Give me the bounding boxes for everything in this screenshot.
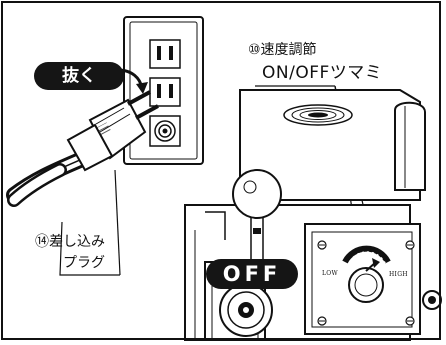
control-panel [304, 223, 421, 335]
plug-label-line1: ⑭差し込み [35, 234, 105, 250]
socket-upper [149, 39, 181, 69]
joystick-lever [232, 169, 282, 266]
speed-control-title: ⑩速度調節 [248, 42, 317, 58]
unplug-label: 抜く [62, 66, 96, 86]
power-plug [66, 68, 159, 172]
off-badge: OFF [206, 259, 298, 289]
off-label: OFF [222, 262, 282, 286]
low-label: LOW [322, 270, 338, 277]
illustration-frame [1, 1, 441, 340]
speed-control-switch-label: ON/OFFツマミ [262, 63, 383, 83]
unplug-badge: 抜く [34, 62, 124, 90]
ground-terminal [149, 115, 181, 147]
side-bolt [422, 290, 442, 310]
plug-label-line2: プラグ [63, 255, 105, 271]
high-label: HIGH [389, 271, 408, 278]
machine-top [239, 89, 441, 340]
